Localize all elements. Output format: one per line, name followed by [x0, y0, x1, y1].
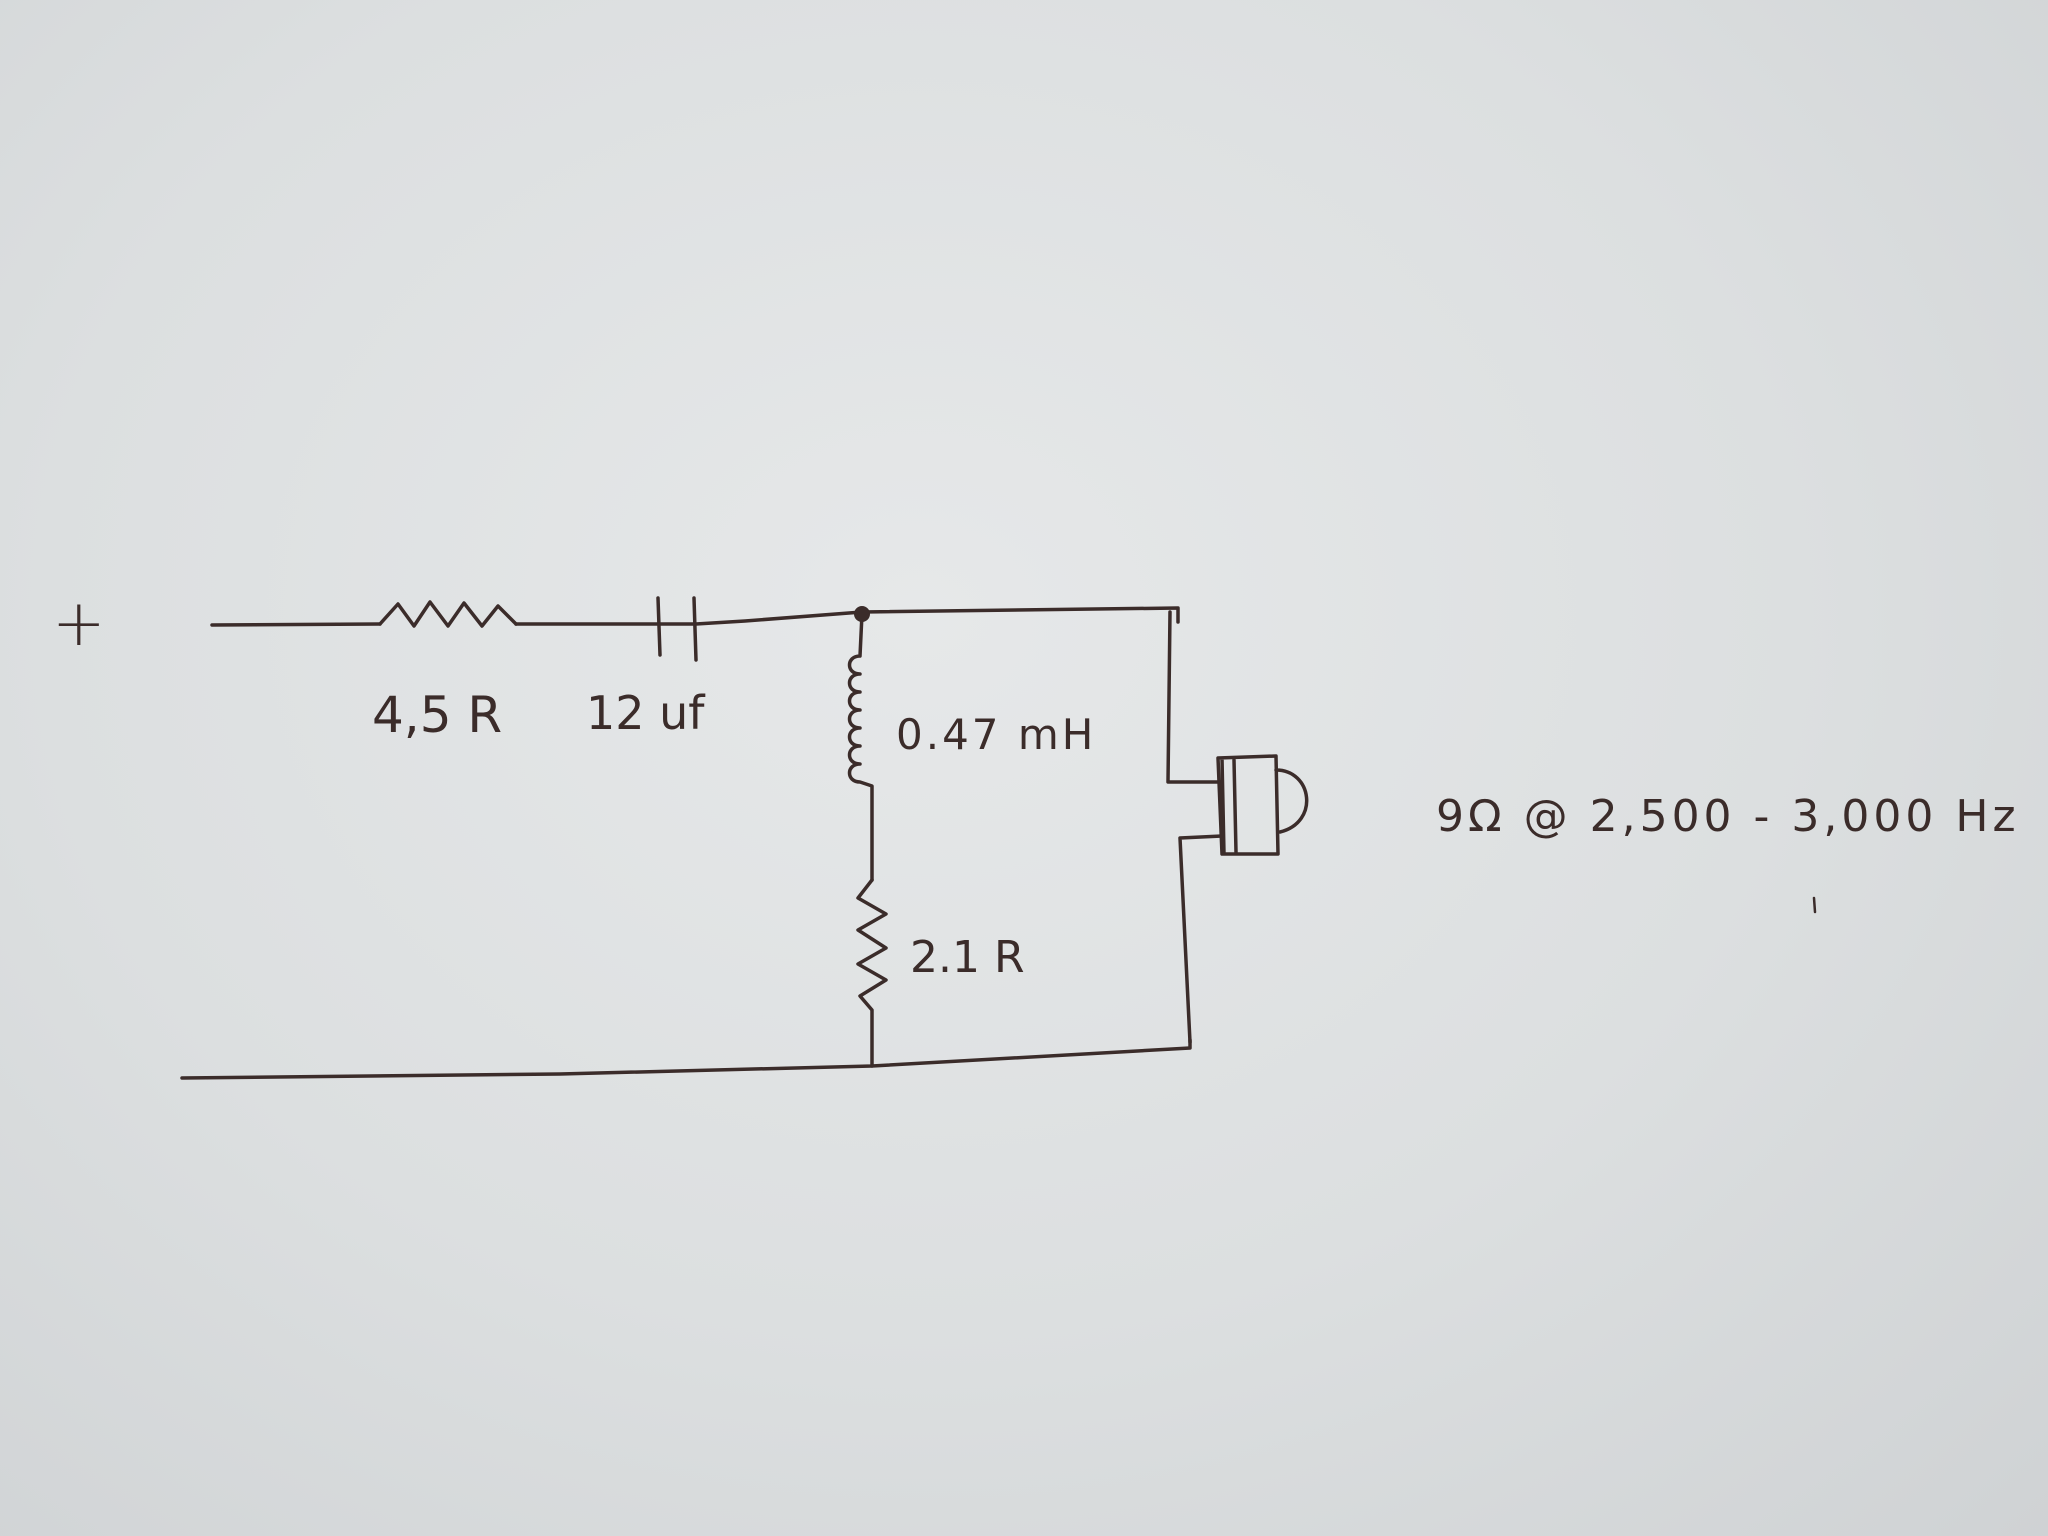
bottom-rail-wire [180, 1038, 1192, 1080]
load-impedance-note: 9Ω @ 2,500 - 3,000 Hz [1436, 791, 2020, 842]
stray-pen-mark [1812, 896, 1817, 914]
speaker-bottom-lead [1178, 834, 1224, 1044]
speaker-top-lead [1166, 610, 1224, 784]
shunt-resistor-label: 2.1 R [910, 932, 1025, 983]
series-capacitor-label: 12 uf [586, 686, 705, 740]
input-wire [210, 622, 382, 627]
positive-terminal-label: + [52, 587, 106, 661]
shunt-inductor-label: 0.47 mH [896, 710, 1097, 759]
speaker-driver-symbol [1216, 754, 1309, 856]
series-capacitor-symbol [656, 596, 698, 662]
series-resistor-label: 4,5 R [372, 686, 503, 744]
shunt-inductor-symbol [847, 612, 874, 882]
speaker-magnet-line [1232, 758, 1238, 854]
shunt-resistor-symbol [856, 878, 888, 1068]
series-resistor-symbol [378, 600, 518, 628]
top-rail-wire [694, 606, 1180, 626]
